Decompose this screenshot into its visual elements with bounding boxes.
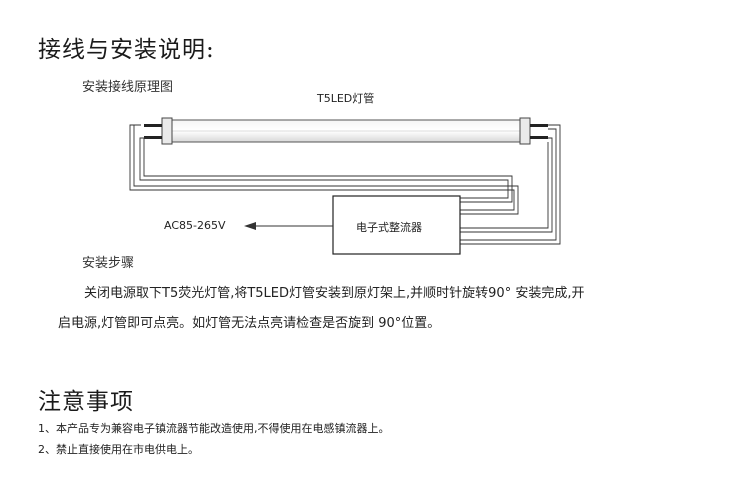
supply-arrow — [244, 222, 333, 230]
notes-title: 注意事项 — [38, 389, 134, 415]
wiring-diagram: T5LED灯管 电子式整流器 AC85-265V — [129, 91, 561, 255]
ballast-label: 电子式整流器 — [356, 220, 422, 234]
tube-label: T5LED灯管 — [316, 91, 374, 105]
diagram-subtitle: 安装接线原理图 — [82, 80, 174, 95]
install-steps-line-2: 启电源,灯管即可点亮。如灯管无法点亮请检查是否旋到 90°位置。 — [58, 316, 441, 331]
right-wiring — [460, 124, 561, 245]
note-item-2: 2、禁止直接使用在市电供电上。 — [38, 443, 199, 456]
install-steps-line-1: 关闭电源取下T5荧光灯管,将T5LED灯管安装到原灯架上,并顺时针旋转90° 安… — [84, 286, 585, 301]
install-steps-heading: 安装步骤 — [82, 256, 135, 271]
note-item-1: 1、本产品专为兼容电子镇流器节能改造使用,不得使用在电感镇流器上。 — [38, 422, 390, 435]
tube-right-cap — [519, 117, 531, 145]
left-wiring — [129, 124, 519, 215]
page-title: 接线与安装说明: — [38, 37, 215, 63]
voltage-label: AC85-265V — [164, 219, 226, 232]
electronic-ballast — [332, 195, 461, 255]
tube-left-cap — [161, 117, 173, 145]
